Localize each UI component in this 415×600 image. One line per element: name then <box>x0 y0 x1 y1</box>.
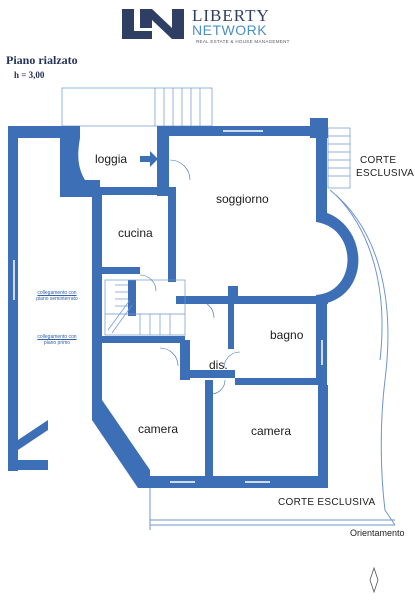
north-arrow-icon <box>363 566 385 594</box>
entrance-arrow <box>140 151 158 167</box>
logo-brand-name: LIBERTY <box>192 6 270 25</box>
exterior-stairs-top <box>61 87 213 127</box>
window-marks <box>13 130 323 483</box>
internal-stairs <box>104 279 186 336</box>
logo-tagline: REAL ESTATE & HOUSE MANAGEMENT <box>196 39 290 44</box>
room-loggia: loggia <box>95 152 128 166</box>
note-primo: collegamento con piano primo <box>37 334 77 346</box>
logo-brand-network: NETWORK <box>192 22 268 38</box>
note-seminterrato: collegamento con piano seminterrato <box>36 290 78 302</box>
walls <box>8 118 359 488</box>
room-soggiorno: soggiorno <box>216 192 269 206</box>
liberty-network-logo-mark <box>122 9 184 39</box>
orientation-label: Orientamento <box>350 528 405 538</box>
corte-label-top-line1: CORTE <box>360 155 397 166</box>
room-camera-right: camera <box>251 424 292 438</box>
room-bagno: bagno <box>270 328 304 342</box>
corte-boundary <box>149 189 396 530</box>
room-disimpegno: dis. <box>209 358 228 372</box>
corte-label-bottom: CORTE ESCLUSIVA <box>278 497 376 508</box>
floor-height: h = 3,00 <box>14 70 45 80</box>
exterior-stairs-right <box>327 127 351 189</box>
corte-label-top-line2: ESCLUSIVA <box>356 168 415 179</box>
door-swings <box>139 159 241 395</box>
room-cucina: cucina <box>118 226 153 240</box>
floor-title: Piano rialzato <box>6 53 78 67</box>
room-camera-left: camera <box>138 422 179 436</box>
